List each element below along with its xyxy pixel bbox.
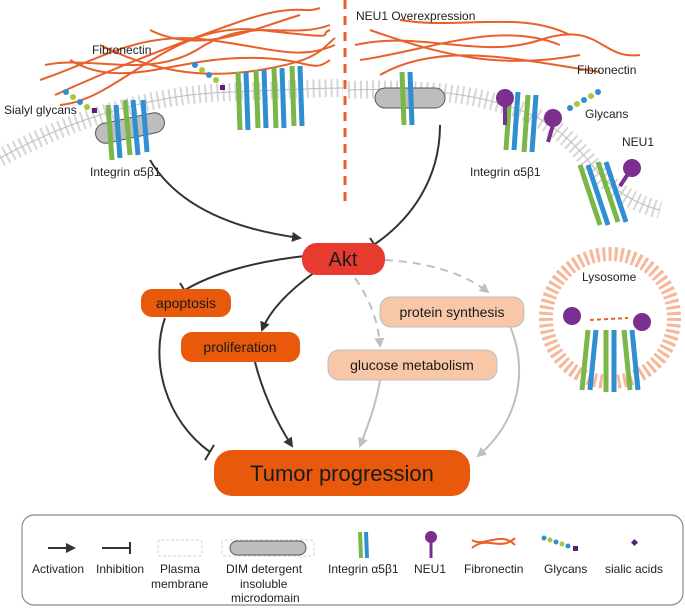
fibronectin-fibers-right xyxy=(354,19,641,76)
fibronectin-fibers-left xyxy=(39,7,336,106)
legend-fibronectin: Fibronectin xyxy=(464,537,523,576)
legend-neu1: NEU1 xyxy=(414,531,446,576)
akt-label: Akt xyxy=(329,249,358,271)
label-lysosome: Lysosome xyxy=(582,270,637,284)
neu1-right xyxy=(496,89,641,188)
integrin-cluster-right-3 xyxy=(577,161,629,226)
label-neu1-overexpression: NEU1 Overexpression xyxy=(356,9,475,23)
node-glucose-metabolism: glucose metabolism xyxy=(327,349,498,381)
node-apoptosis: apoptosis xyxy=(141,289,231,317)
label-glycans-right: Glycans xyxy=(585,107,628,121)
legend-inhibition: Inhibition xyxy=(96,542,144,576)
inhibit-apoptosis-to-tumor xyxy=(158,317,211,453)
arrow-akt-to-glucose-metabolism xyxy=(354,277,385,348)
node-akt: Akt xyxy=(302,243,385,275)
legend-box: Activation Inhibition Plasma membrane DI… xyxy=(21,514,684,606)
legend-inhibition-label: Inhibition xyxy=(96,562,144,576)
integrin-cluster-left-2 xyxy=(235,65,305,131)
legend-sialic-acids: sialic acids xyxy=(605,538,663,576)
arrow-akt-to-proliferation xyxy=(260,271,316,332)
legend-dim-label-3: microdomain xyxy=(231,591,300,605)
proliferation-label: proliferation xyxy=(203,339,276,355)
label-fibronectin-right: Fibronectin xyxy=(577,63,636,77)
left-membrane-scene: Fibronectin Sialyl glycans Integrin α5β1 xyxy=(0,7,344,179)
integrin-cluster-right-1 xyxy=(399,71,415,126)
arrow-akt-to-protein-synthesis xyxy=(384,259,490,294)
apoptosis-label: apoptosis xyxy=(156,295,216,311)
legend-plasma-label-1: Plasma xyxy=(160,562,200,576)
right-membrane-scene: NEU1 Overexpression Fibronectin Glycans … xyxy=(347,9,681,392)
label-sialyl-glycans: Sialyl glycans xyxy=(4,103,77,117)
label-integrin-left: Integrin α5β1 xyxy=(90,165,161,179)
inhibit-akt-to-apoptosis xyxy=(184,255,306,291)
arrow-glucose-to-tumor xyxy=(358,379,381,448)
lysosome-contents xyxy=(563,307,651,392)
glycans-right xyxy=(567,89,601,111)
glucose-metabolism-label: glucose metabolism xyxy=(350,357,474,373)
legend-dim: DIM detergent insoluble microdomain xyxy=(221,539,315,605)
arrow-proliferation-to-tumor xyxy=(254,361,294,448)
sialyl-glycans-left xyxy=(63,62,225,113)
protein-synthesis-label: protein synthesis xyxy=(399,304,504,320)
legend-sialic-label: sialic acids xyxy=(605,562,663,576)
legend-activation-label: Activation xyxy=(32,562,84,576)
label-integrin-right: Integrin α5β1 xyxy=(470,165,541,179)
legend-integrin: Integrin α5β1 xyxy=(328,531,399,576)
arrow-left-integrin-to-akt xyxy=(149,159,302,242)
inhibit-right-integrin-to-akt xyxy=(374,124,441,245)
label-fibronectin-left: Fibronectin xyxy=(92,43,151,57)
legend-glycans: Glycans xyxy=(541,535,587,576)
legend-integrin-label: Integrin α5β1 xyxy=(328,562,399,576)
node-proliferation: proliferation xyxy=(181,332,300,362)
label-neu1: NEU1 xyxy=(622,135,654,149)
legend-dim-label-1: DIM detergent xyxy=(226,562,303,576)
tumor-progression-label: Tumor progression xyxy=(250,461,434,486)
legend-dim-label-2: insoluble xyxy=(240,577,288,591)
legend-glycans-label: Glycans xyxy=(544,562,587,576)
node-tumor-progression: Tumor progression xyxy=(214,450,470,496)
node-protein-synthesis: protein synthesis xyxy=(379,296,525,328)
legend-neu1-label: NEU1 xyxy=(414,562,446,576)
legend-activation: Activation xyxy=(32,543,84,576)
lysosome xyxy=(539,247,681,389)
legend-plasma-membrane: Plasma membrane xyxy=(151,539,209,591)
arrow-protein-to-tumor xyxy=(476,325,520,458)
legend-plasma-label-2: membrane xyxy=(151,577,209,591)
integrin-cluster-left-1 xyxy=(105,99,150,161)
pathway-arrows xyxy=(149,124,520,461)
legend-fibronectin-label: Fibronectin xyxy=(464,562,523,576)
